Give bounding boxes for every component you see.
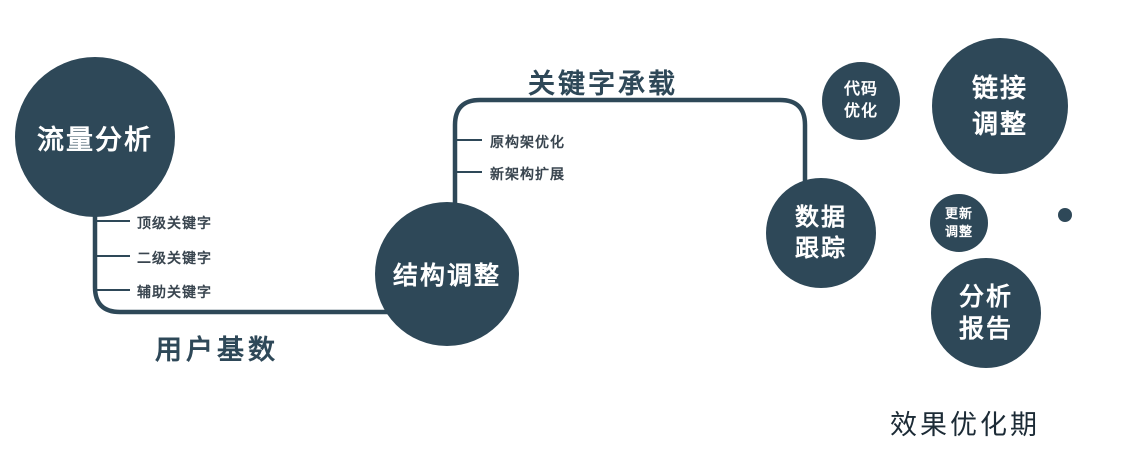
node-label-line1: 代码 [843,81,878,99]
branch-label-second-keywords: 二级关键字 [137,250,212,266]
node-label-line2: 调整 [971,109,1028,139]
node-analysis-report: 分析 报告 [931,258,1041,368]
node-label-line1: 数据 [795,203,847,231]
node-label-line1: 链接 [971,72,1028,103]
dot-marker [1058,208,1072,222]
node-data-tracking: 数据 跟踪 [766,178,876,288]
node-label-line2: 跟踪 [795,235,847,262]
node-label-line1: 分析 [958,282,1013,311]
node-code-optimization: 代码 优化 [822,62,900,140]
node-label-line2: 报告 [958,315,1013,343]
node-label: 流量分析 [37,124,153,155]
edge-label-user-base: 用户基数 [155,335,279,365]
branch-label-aux-keywords: 辅助关键字 [137,284,212,300]
edge-label-keyword-carrying: 关键字承载 [528,69,678,99]
connector-structure-to-tracking [452,97,808,206]
node-label: 结构调整 [392,262,501,290]
node-label-line2: 调整 [944,224,973,239]
branch-label-new-architecture: 新架构扩展 [490,166,565,182]
node-update-adjustment: 更新 调整 [930,194,988,252]
node-label-line2: 优化 [843,103,878,120]
node-label-line1: 更新 [944,206,973,222]
branch-label-top-keywords: 顶级关键字 [137,215,212,231]
node-structure-adjustment: 结构调整 [375,202,519,346]
branch-label-original-architecture: 原构架优化 [490,134,565,150]
footer-label-effect-optimization: 效果优化期 [890,410,1040,440]
node-link-adjustment: 链接 调整 [932,38,1068,174]
connector-traffic-to-structure [92,210,389,315]
node-traffic-analysis: 流量分析 [15,57,175,217]
